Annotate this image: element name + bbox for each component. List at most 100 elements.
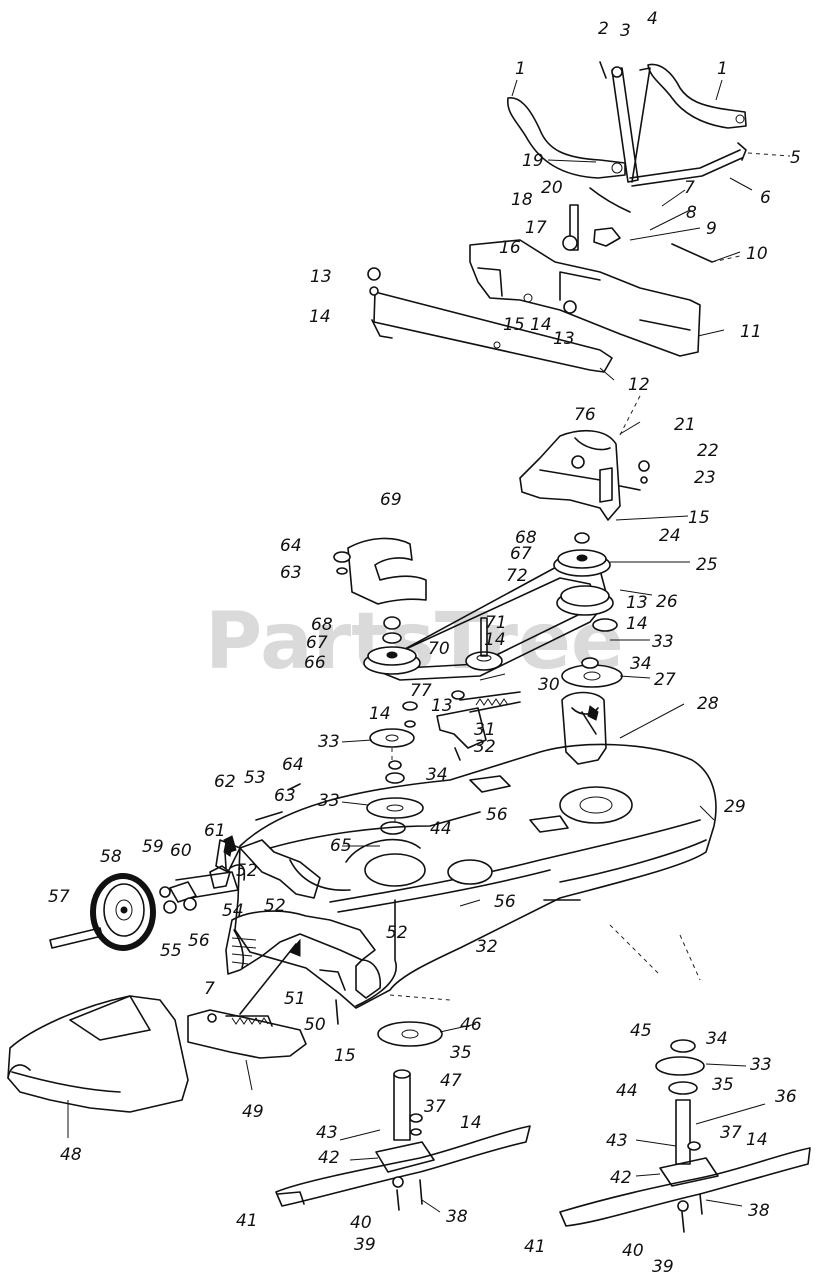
- callout-label: 68: [311, 615, 333, 635]
- callout-label: 16: [499, 238, 521, 258]
- callout-label: 64: [280, 536, 302, 556]
- callout-label: 27: [654, 670, 676, 690]
- mower-deck: [234, 743, 717, 1009]
- callout-label: 68: [515, 528, 537, 548]
- callout-label: 40: [350, 1213, 372, 1233]
- callout-label: 15: [503, 315, 525, 335]
- callout-label: 42: [610, 1168, 632, 1188]
- callout-label: 52: [386, 923, 408, 943]
- callout-label: 52: [264, 896, 286, 916]
- callout-label: 58: [100, 847, 122, 867]
- callout-label: 35: [450, 1043, 472, 1063]
- callout-label: 12: [628, 375, 650, 395]
- callout-label: 67: [510, 544, 532, 564]
- callout-label: 13: [553, 329, 575, 349]
- callout-label: 21: [674, 415, 696, 435]
- callout-label: 20: [541, 178, 563, 198]
- callout-label: 9: [706, 219, 717, 239]
- lift-arm-right: [647, 63, 747, 129]
- lift-rod-right: [629, 142, 791, 187]
- deflector-chute: [225, 910, 376, 975]
- callout-label: 36: [775, 1087, 797, 1107]
- pulley-bracket-right: [519, 395, 650, 521]
- callout-label: 5: [790, 148, 801, 168]
- callout-label: 33: [318, 732, 340, 752]
- callout-label: 19: [522, 151, 544, 171]
- callout-label: 63: [274, 786, 296, 806]
- pulley-lower-right: [556, 585, 623, 688]
- watermark-text: PartsTree: [205, 597, 624, 687]
- callout-label: 13: [626, 593, 648, 613]
- callout-label: 44: [430, 819, 452, 839]
- callout-label: 14: [309, 307, 331, 327]
- callout-label: 4: [647, 9, 658, 29]
- blade-assembly-right: [559, 1039, 811, 1233]
- callout-label: 37: [720, 1123, 742, 1143]
- callout-label: 33: [750, 1055, 772, 1075]
- callout-label: 15: [334, 1046, 356, 1066]
- callout-label: 52: [236, 861, 258, 881]
- belt-guard-69: [333, 537, 427, 605]
- callout-label: 8: [686, 203, 697, 223]
- callout-label: 14: [484, 630, 506, 650]
- callout-label: 69: [380, 490, 402, 510]
- callout-label: 56: [188, 931, 210, 951]
- drag-link-lower: [367, 267, 613, 373]
- callout-label: 31: [474, 720, 496, 740]
- callout-label: 71: [485, 613, 507, 633]
- callout-label: 51: [284, 989, 306, 1009]
- callout-label: 29: [724, 797, 746, 817]
- lift-link-rod: [599, 61, 651, 183]
- wheel-bracket-assembly: [159, 783, 301, 914]
- callout-label: 40: [622, 1241, 644, 1261]
- callout-label: 44: [616, 1081, 638, 1101]
- callout-label: 63: [280, 563, 302, 583]
- callout-label: 39: [354, 1235, 376, 1255]
- callout-label: 53: [244, 768, 266, 788]
- pulley-left: [363, 616, 421, 675]
- callout-label: 38: [748, 1201, 770, 1221]
- callout-label: 13: [431, 696, 453, 716]
- callout-label: 67: [306, 633, 328, 653]
- callout-label: 6: [760, 188, 771, 208]
- callout-label: 22: [697, 441, 719, 461]
- callout-label: 10: [746, 244, 768, 264]
- callout-label: 2: [598, 19, 609, 39]
- idler-arm-30: [402, 690, 521, 761]
- callout-label: 43: [606, 1131, 628, 1151]
- callout-label: 39: [652, 1257, 674, 1277]
- callout-label: 56: [494, 892, 516, 912]
- callout-label: 35: [712, 1075, 734, 1095]
- callout-label: 76: [574, 405, 596, 425]
- gearbox-right: [561, 691, 607, 765]
- callout-label: 34: [426, 765, 448, 785]
- callout-label: 14: [530, 315, 552, 335]
- callout-label: 41: [524, 1237, 546, 1257]
- callout-labels: 1 2 3 4 1 19 5 6 20 7 18 8 17 9 10 16 13…: [48, 9, 801, 1277]
- callout-label: 14: [369, 704, 391, 724]
- callout-label: 59: [142, 837, 164, 857]
- gauge-wheel-58: [49, 873, 156, 951]
- callout-label: 66: [304, 653, 326, 673]
- callout-label: 14: [460, 1113, 482, 1133]
- callout-label: 23: [694, 468, 716, 488]
- callout-label: 47: [440, 1071, 462, 1091]
- baffle-plate-49: [187, 938, 339, 1059]
- callout-label: 25: [696, 555, 718, 575]
- lift-arm-left: [507, 97, 626, 179]
- callout-label: 1: [515, 59, 526, 79]
- callout-label: 54: [222, 901, 244, 921]
- callout-label: 64: [282, 755, 304, 775]
- callout-label: 56: [486, 805, 508, 825]
- callout-label: 48: [60, 1145, 82, 1165]
- idler-pulley-center: [465, 617, 503, 671]
- callout-label: 70: [428, 639, 450, 659]
- callout-label: 7: [204, 979, 215, 999]
- callout-label: 61: [204, 821, 226, 841]
- lift-bracket-assembly: [469, 187, 741, 357]
- leader-lines: [67, 79, 766, 1213]
- callout-label: 34: [630, 654, 652, 674]
- callout-label: 14: [626, 614, 648, 634]
